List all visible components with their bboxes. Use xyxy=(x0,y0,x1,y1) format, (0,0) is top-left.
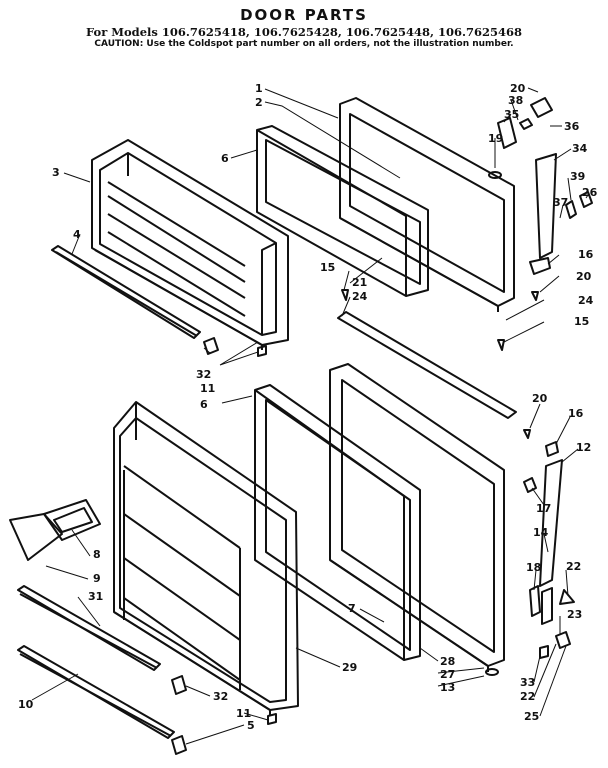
freezer-door-outer-panel xyxy=(339,97,515,312)
callout-39: 39 xyxy=(570,170,585,183)
callout-14: 14 xyxy=(533,526,549,539)
callout-16: 16 xyxy=(568,407,584,420)
callout-9: 9 xyxy=(93,572,101,585)
callout-18: 18 xyxy=(526,561,541,574)
caution-line: CAUTION: Use the Coldspot part number on… xyxy=(94,39,514,49)
fresh-food-door-gasket-frame xyxy=(254,384,421,661)
callout-20: 20 xyxy=(532,392,548,405)
callout-22: 22 xyxy=(566,560,581,573)
callout-15: 15 xyxy=(574,315,589,328)
callout-33: 33 xyxy=(520,676,535,689)
callout-23: 23 xyxy=(567,608,582,621)
callout-5: 5 xyxy=(247,719,255,732)
callout-34: 34 xyxy=(572,142,588,155)
leader-lines xyxy=(31,87,589,745)
callout-32: 32 xyxy=(213,690,228,703)
callout-31: 31 xyxy=(88,590,103,603)
callout-29: 29 xyxy=(342,661,357,674)
callout-8: 8 xyxy=(93,548,101,561)
callout-32: 32 xyxy=(196,368,211,381)
callout-11: 11 xyxy=(236,707,251,720)
callout-11: 11 xyxy=(200,382,215,395)
callout-17: 17 xyxy=(536,502,551,515)
freezer-bottom-trim xyxy=(337,311,517,419)
callout-10: 10 xyxy=(18,698,34,711)
callout-26: 26 xyxy=(582,186,598,199)
callout-20: 20 xyxy=(576,270,592,283)
models-line: For Models 106.7625418, 106.7625428, 106… xyxy=(86,25,522,39)
callout-21: 21 xyxy=(352,276,367,289)
callout-24: 24 xyxy=(352,290,368,303)
callout-13: 13 xyxy=(440,681,455,694)
fresh-food-butter-door xyxy=(9,499,101,561)
callout-12: 12 xyxy=(576,441,591,454)
callout-6: 6 xyxy=(221,152,229,165)
callout-36: 36 xyxy=(564,120,580,133)
fresh-food-door-shelf-rails xyxy=(17,585,175,739)
callout-16: 16 xyxy=(578,248,594,261)
callout-7: 7 xyxy=(348,602,356,615)
callout-20: 20 xyxy=(510,82,526,95)
freezer-door-shelf-rail xyxy=(51,245,201,339)
page-header: DOOR PARTS For Models 106.7625418, 106.7… xyxy=(0,0,608,50)
callout-6: 6 xyxy=(200,398,208,411)
callout-2: 2 xyxy=(255,96,263,109)
callout-22: 22 xyxy=(520,690,535,703)
callout-24: 24 xyxy=(578,294,594,307)
callout-4: 4 xyxy=(73,228,81,241)
callout-numbers: 1 2 6 3 4 32 11 15 21 24 20 38 35 36 19 … xyxy=(18,82,598,732)
callout-27: 27 xyxy=(440,668,455,681)
callout-25: 25 xyxy=(524,710,539,723)
callout-38: 38 xyxy=(508,94,523,107)
callout-28: 28 xyxy=(440,655,455,668)
page-title: DOOR PARTS xyxy=(240,6,368,24)
callout-1: 1 xyxy=(255,82,263,95)
callout-19: 19 xyxy=(488,132,503,145)
freezer-door-liner xyxy=(91,139,289,350)
fresh-food-door-outer-panel xyxy=(329,363,505,672)
freezer-hinge-parts xyxy=(203,97,593,357)
fresh-food-door-liner xyxy=(113,401,299,716)
callout-37: 37 xyxy=(553,196,568,209)
callout-15: 15 xyxy=(320,261,335,274)
freezer-door-gasket-frame xyxy=(256,125,429,297)
callout-35: 35 xyxy=(504,108,519,121)
callout-3: 3 xyxy=(52,166,60,179)
fresh-food-hinge-parts xyxy=(171,429,575,755)
